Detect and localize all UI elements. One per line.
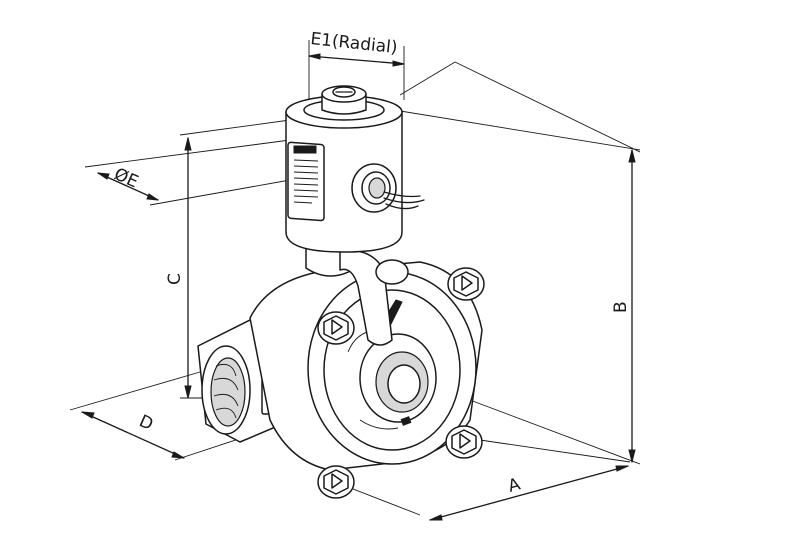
bolt-top-right-icon bbox=[447, 267, 485, 301]
flange-bolts bbox=[317, 267, 485, 499]
bolt-bottom-left-icon bbox=[317, 465, 355, 499]
label-c: C bbox=[165, 273, 185, 285]
bolt-top-left-icon bbox=[317, 311, 355, 345]
bolt-bottom-right-icon bbox=[445, 425, 483, 459]
solenoid-valve bbox=[197, 85, 485, 499]
label-b: B bbox=[611, 301, 631, 313]
label-e: ØE bbox=[111, 164, 141, 192]
label-a: A bbox=[506, 474, 523, 497]
solenoid-coil bbox=[285, 95, 425, 253]
label-d: D bbox=[136, 411, 156, 435]
cable-gland bbox=[351, 163, 425, 213]
coil-cap bbox=[321, 85, 367, 115]
coil-nameplate bbox=[287, 141, 325, 222]
label-e1: E1(Radial) bbox=[309, 29, 398, 58]
